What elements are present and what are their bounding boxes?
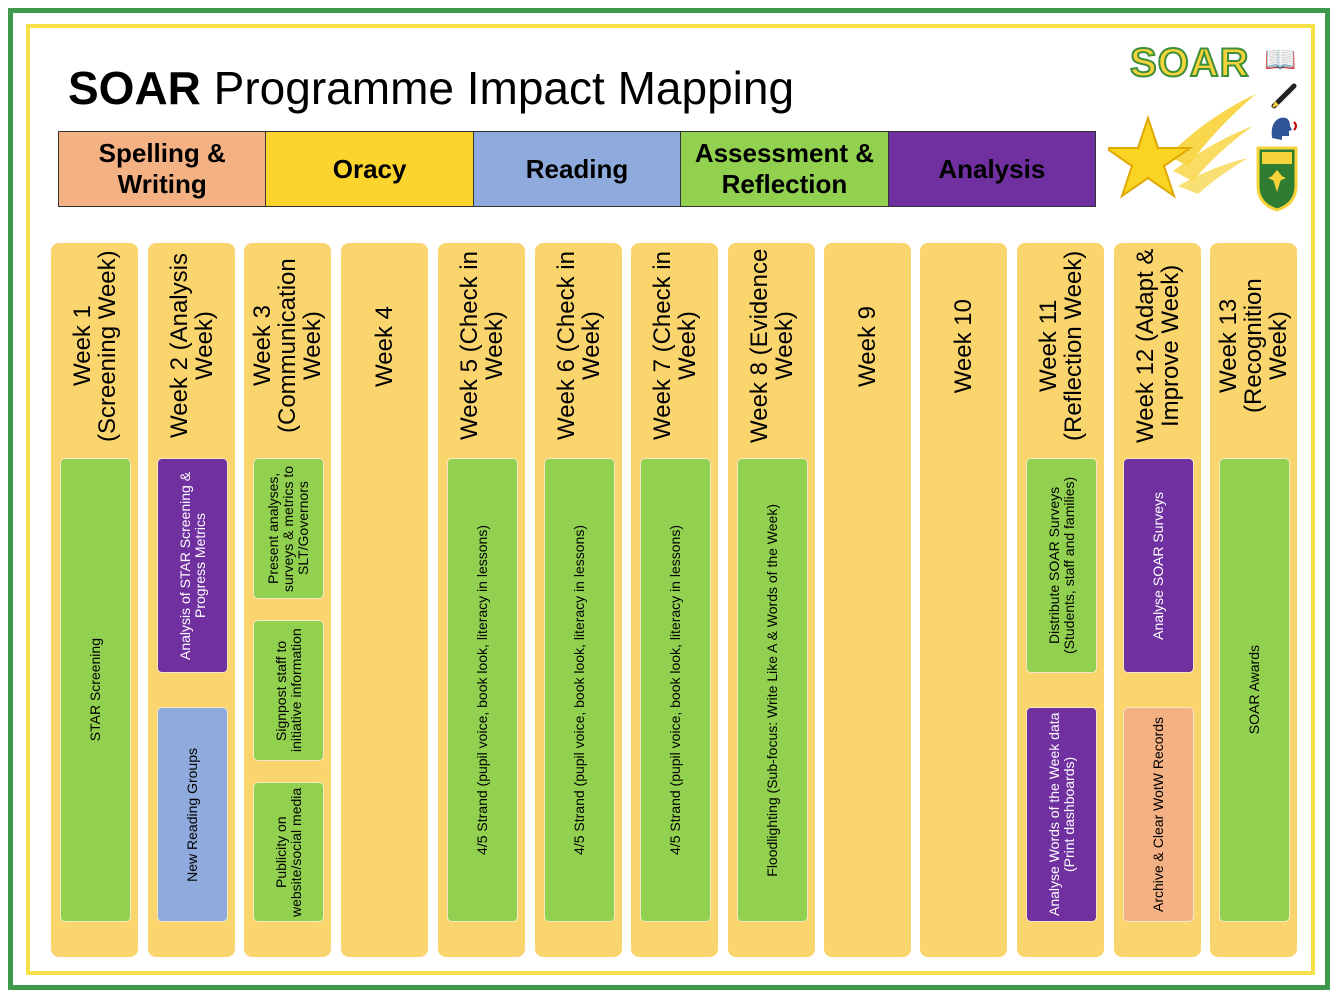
- week-label: Week 10: [950, 298, 977, 394]
- task-card-reading-groups: New Reading Groups: [157, 707, 228, 922]
- week-column-12: Week 12 (Adapt & Improve Week) Analyse S…: [1114, 243, 1201, 957]
- task-card-soar-awards: SOAR Awards: [1219, 458, 1290, 922]
- week-column-9: Week 9: [824, 243, 911, 957]
- speaking-head-icon: [1271, 117, 1297, 140]
- week-column-3: Week 3 (Communication Week) Present anal…: [244, 243, 331, 957]
- week-label: Week 5 (Check in Week): [455, 251, 508, 441]
- page-title: SOAR Programme Impact Mapping: [68, 58, 794, 118]
- week-label: Week 8 (Evidence Week): [745, 248, 798, 444]
- school-crest-icon: [1256, 146, 1298, 212]
- legend-oracy: Oracy: [266, 132, 474, 206]
- outer-border: [8, 8, 1330, 990]
- week-label: Week 4: [371, 305, 398, 387]
- soar-logo: SOAR 📖: [1108, 40, 1308, 220]
- task-card-analyse-surveys: Analyse SOAR Surveys: [1123, 458, 1194, 673]
- week-label: Week 13 (Recognition Week): [1215, 278, 1292, 414]
- task-card-four-five-strand: 4/5 Strand (pupil voice, book look, lite…: [544, 458, 615, 922]
- task-card-four-five-strand: 4/5 Strand (pupil voice, book look, lite…: [447, 458, 518, 922]
- week-column-6: Week 6 (Check in Week) 4/5 Strand (pupil…: [535, 243, 622, 957]
- task-card-analyse-wotw: Analyse Words of the Week data (Print da…: [1026, 707, 1097, 922]
- task-card-distribute-surveys: Distribute SOAR Surveys (Students, staff…: [1026, 458, 1097, 673]
- week-column-7: Week 7 (Check in Week) 4/5 Strand (pupil…: [631, 243, 718, 957]
- week-label: Week 11 (Reflection Week): [1034, 250, 1087, 442]
- inner-border: [26, 24, 1315, 975]
- legend-spelling-writing: Spelling & Writing: [59, 132, 267, 206]
- week-label: Week 6 (Check in Week): [552, 251, 605, 441]
- week-label: Week 12 (Adapt & Improve Week): [1131, 248, 1184, 444]
- week-label: Week 7 (Check in Week): [648, 251, 701, 441]
- star-icon: [1108, 94, 1256, 199]
- strand-legend: Spelling & Writing Oracy Reading Assessm…: [58, 131, 1096, 207]
- task-card-signpost-staff: Signpost staff to initiative information: [253, 620, 324, 761]
- legend-analysis: Analysis: [888, 132, 1096, 206]
- task-card-four-five-strand: 4/5 Strand (pupil voice, book look, lite…: [640, 458, 711, 922]
- legend-reading: Reading: [473, 132, 682, 206]
- task-card-present-analyses: Present analyses, surveys & metrics to S…: [253, 458, 324, 599]
- week-label: Week 2 (Analysis Week): [165, 253, 218, 439]
- title-bold: SOAR: [68, 62, 201, 114]
- week-column-8: Week 8 (Evidence Week) Floodlighting (Su…: [728, 243, 815, 957]
- book-icon: 📖: [1264, 44, 1297, 74]
- week-label: Week 3 (Communication Week): [249, 258, 326, 434]
- week-column-13: Week 13 (Recognition Week) SOAR Awards: [1210, 243, 1297, 957]
- logo-text: SOAR: [1129, 40, 1250, 86]
- task-card-star-screening: STAR Screening: [60, 458, 131, 922]
- task-card-archive-wotw: Archive & Clear WotW Records: [1123, 707, 1194, 922]
- title-rest: Programme Impact Mapping: [200, 62, 795, 114]
- task-card-star-analysis: Analysis of STAR Screening & Progress Me…: [157, 458, 228, 673]
- week-label: Week 9: [854, 305, 881, 387]
- week-column-10: Week 10: [920, 243, 1007, 957]
- week-column-2: Week 2 (Analysis Week) Analysis of STAR …: [148, 243, 235, 957]
- pen-icon: [1271, 83, 1297, 109]
- week-label: Week 1 (Screening Week): [68, 250, 121, 442]
- task-card-publicity: Publicity on website/social media: [253, 782, 324, 922]
- week-column-1: Week 1 (Screening Week) STAR Screening: [51, 243, 138, 957]
- legend-assessment-reflection: Assessment & Reflection: [681, 132, 889, 206]
- task-card-floodlighting: Floodlighting (Sub-focus: Write Like A &…: [737, 458, 808, 922]
- week-column-11: Week 11 (Reflection Week) Distribute SOA…: [1017, 243, 1104, 957]
- week-column-5: Week 5 (Check in Week) 4/5 Strand (pupil…: [438, 243, 525, 957]
- week-column-4: Week 4: [341, 243, 428, 957]
